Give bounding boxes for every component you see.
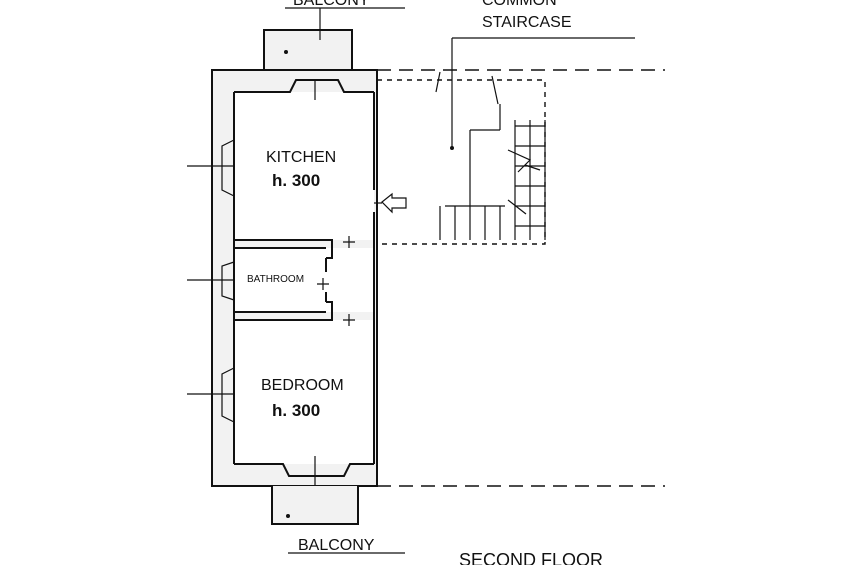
bathroom-label: BATHROOM xyxy=(247,274,304,285)
balcony-bottom-label: BALCONY xyxy=(298,537,375,554)
kitchen-height: h. 300 xyxy=(272,171,320,190)
bedroom-label: BEDROOM xyxy=(261,377,344,394)
common-label-line1: COMMON xyxy=(482,0,557,9)
floor-title: SECOND FLOOR xyxy=(459,550,603,565)
common-staircase xyxy=(377,37,665,487)
bottom-balcony xyxy=(271,486,405,554)
top-balcony xyxy=(263,7,405,70)
kitchen-label: KITCHEN xyxy=(266,149,336,166)
outer-walls xyxy=(211,69,378,487)
bedroom-height: h. 300 xyxy=(272,401,320,420)
balcony-top-label: BALCONY xyxy=(293,0,370,9)
interior-partitions xyxy=(234,236,355,326)
entrance-arrow-icon xyxy=(374,192,407,214)
common-label-line2: STAIRCASE xyxy=(482,14,572,31)
